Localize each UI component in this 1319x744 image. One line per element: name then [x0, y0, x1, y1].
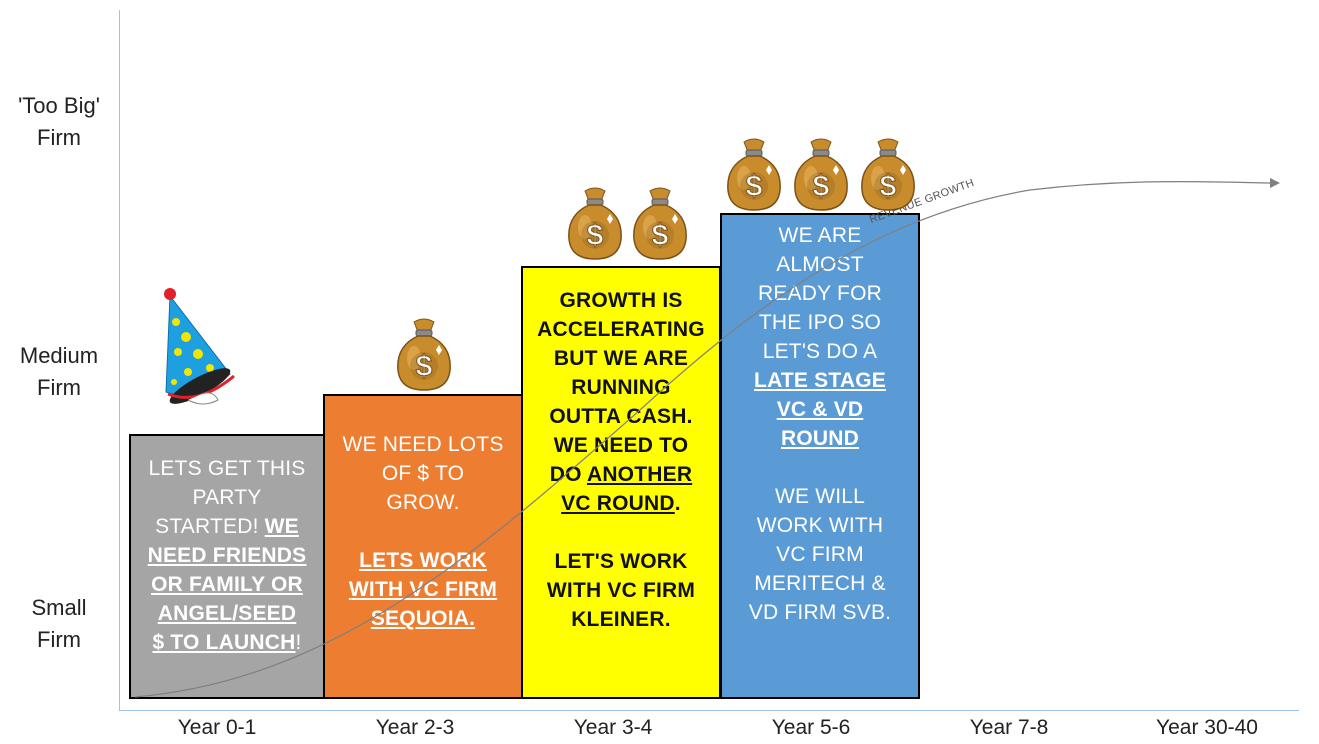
x-label-year-2-3: Year 2-3 [375, 716, 455, 739]
svg-text:$: $ [416, 350, 433, 383]
stage-text: WE ARE [778, 224, 862, 247]
stage-text-emphasis: ANGEL/SEED [157, 602, 297, 625]
stage-text: WE WILL [774, 485, 866, 508]
stage-text: ACCELERATING [537, 318, 705, 341]
money-bag-icon: $ [789, 134, 853, 217]
stage-text: RUNNING [571, 376, 671, 399]
stage-text: LET'S WORK [554, 550, 688, 573]
growth-curve-arrowhead [1270, 178, 1280, 188]
stage-text-emphasis: $ TO LAUNCH [152, 631, 296, 654]
stage-box-friends-family: LETS GET THIS PARTY STARTED! WE NEED FRI… [129, 434, 325, 699]
y-label-line: Small [31, 595, 87, 620]
money-bag-icon: $ [563, 183, 627, 266]
svg-text:$: $ [746, 170, 763, 203]
x-label-year-5-6: Year 5-6 [771, 716, 851, 739]
stage-text-emphasis: OR FAMILY OR [151, 573, 303, 596]
y-label-medium-firm: Medium Firm [0, 340, 118, 404]
stage-text: VD FIRM SVB. [748, 601, 892, 624]
stage-text-emphasis: VC ROUND [561, 492, 675, 515]
x-label-year-7-8: Year 7-8 [969, 716, 1049, 739]
stage-text: WITH VC FIRM [546, 579, 696, 602]
stage-text: GROWTH IS [559, 289, 683, 312]
y-label-line: Firm [37, 627, 81, 652]
stage-text: LETS GET THIS [148, 457, 306, 480]
svg-text:$: $ [652, 219, 669, 252]
stage-text-emphasis: VC & VD [776, 398, 864, 421]
stage-text: OF $ TO [381, 462, 465, 485]
stage-text: VC FIRM [776, 543, 864, 566]
stage-text: WE NEED TO [553, 434, 689, 457]
stage-text: GROW. [386, 491, 460, 514]
stage-text-emphasis: LATE STAGE [754, 369, 886, 392]
stage-text-emphasis: NEED FRIENDS [147, 544, 307, 567]
stage-text-emphasis: WE [264, 515, 299, 538]
stage-text-emphasis: SEQUOIA. [370, 607, 476, 630]
svg-text:$: $ [587, 219, 604, 252]
x-label-year-30-40: Year 30-40 [1156, 716, 1258, 739]
x-label-year-3-4: Year 3-4 [573, 716, 653, 739]
stage-text: READY FOR [758, 282, 882, 305]
y-label-line: Firm [37, 375, 81, 400]
stage-text-emphasis: ANOTHER [586, 463, 693, 486]
y-axis-line [119, 10, 120, 711]
stage-text-emphasis: ROUND [781, 427, 859, 450]
x-label-year-0-1: Year 0-1 [177, 716, 257, 739]
growth-curve-line [134, 180, 1273, 698]
stage-text: STARTED! WE [155, 512, 299, 541]
stage-text: PARTY [192, 486, 262, 509]
money-bag-icon: $ [628, 183, 692, 266]
y-label-small-firm: Small Firm [0, 592, 118, 656]
x-axis-line [119, 710, 1299, 711]
stage-box-sequoia: WE NEED LOTS OF $ TO GROW. LETS WORK WIT… [323, 394, 523, 699]
stage-text: ALMOST [776, 253, 864, 276]
y-label-line: 'Too Big' [18, 93, 100, 118]
stage-text: THE IPO SO [758, 311, 882, 334]
party-hat-icon [164, 288, 235, 405]
svg-text:$: $ [880, 170, 897, 203]
stage-text: MERITECH & [754, 572, 886, 595]
money-bag-icon: $ [392, 314, 456, 397]
stage-text-emphasis: LETS WORK [359, 549, 487, 572]
stage-text: WORK WITH [756, 514, 884, 537]
svg-text:$: $ [813, 170, 830, 203]
stage-text-part: . [674, 492, 681, 515]
stage-text-part: ! [295, 631, 302, 654]
stage-text: LET'S DO A [762, 340, 878, 363]
stage-text-emphasis: WITH VC FIRM [348, 578, 498, 601]
stage-text: OUTTA CASH. [549, 405, 693, 428]
stage-box-meritech-svb: WE ARE ALMOST READY FOR THE IPO SO LET'S… [720, 213, 920, 699]
stage-box-kleiner: GROWTH IS ACCELERATING BUT WE ARE RUNNIN… [521, 266, 721, 699]
stage-text-part: STARTED! [155, 515, 265, 538]
money-bag-icon: $ [856, 134, 920, 217]
stage-text: BUT WE ARE [553, 347, 689, 370]
stage-text: WE NEED LOTS [342, 433, 504, 456]
stage-text: KLEINER. [571, 608, 671, 631]
y-label-too-big-firm: 'Too Big' Firm [0, 90, 118, 154]
y-label-line: Firm [37, 125, 81, 150]
y-label-line: Medium [19, 343, 99, 368]
money-bag-icon: $ [722, 134, 786, 217]
